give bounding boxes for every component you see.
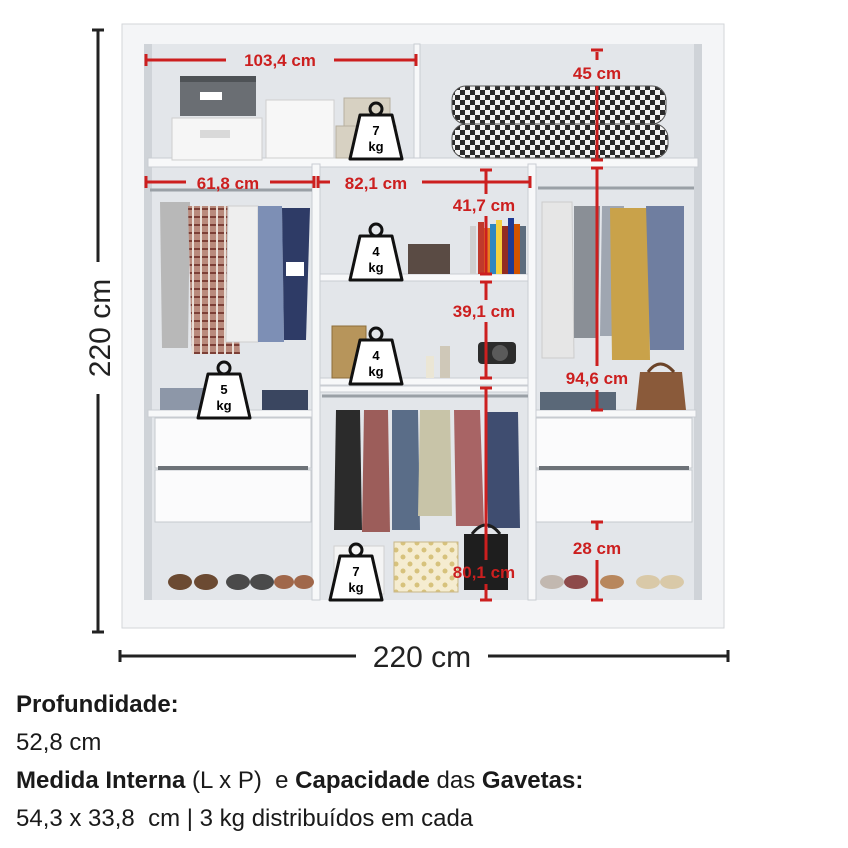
- red-dimension-lines: [144, 48, 603, 602]
- weight-value-middle-2: 4: [372, 348, 380, 363]
- weight-icon-left: 5 kg: [196, 360, 252, 420]
- dim-top-right-height: 45 cm: [573, 64, 621, 83]
- weight-unit-bottom: kg: [348, 580, 363, 595]
- weight-value-middle-1: 4: [372, 244, 380, 259]
- weight-icon-top: 7 kg: [348, 101, 404, 161]
- shoes-left: [168, 574, 314, 590]
- weight-unit-middle-2: kg: [368, 364, 383, 379]
- depth-label-line: Profundidade:: [16, 686, 836, 724]
- wardrobe-structure: [147, 43, 699, 601]
- drawers-right: [535, 417, 693, 523]
- dim-middle-bottom-height: 80,1 cm: [453, 563, 515, 582]
- shoes-right: [540, 575, 684, 589]
- weight-unit-top: kg: [368, 139, 383, 154]
- drawers-left: [154, 417, 312, 523]
- weight-unit-left: kg: [216, 398, 231, 413]
- dim-left-section-width: 61,8 cm: [197, 174, 259, 193]
- weight-icon-bottom: 7 kg: [328, 542, 384, 602]
- internal-label-1: Medida Interna: [16, 767, 186, 794]
- internal-label-3: Capacidade: [295, 767, 430, 794]
- internal-value-line: 54,3 x 33,8 cm | 3 kg distribuídos em ca…: [16, 800, 836, 838]
- wardrobe-diagram: 7 kg 4 kg 4 kg 5 kg 7 kg: [84, 23, 730, 674]
- left-hanging-clothes: [160, 202, 310, 354]
- dim-right-hanging-height: 94,6 cm: [566, 369, 628, 388]
- dim-right-bottom-height: 28 cm: [573, 539, 621, 558]
- internal-label-5: Gavetas:: [481, 767, 584, 794]
- internal-label-4: das: [429, 767, 482, 794]
- weight-value-left: 5: [220, 382, 227, 397]
- internal-label-2: (L x P) e: [185, 767, 296, 794]
- weight-value-bottom: 7: [352, 564, 359, 579]
- dim-overall-height: 220 cm: [84, 279, 117, 377]
- dim-overall-width: 220 cm: [373, 641, 471, 674]
- pillows: [451, 85, 669, 159]
- internal-label-line: Medida Interna (L x P) e Capacidade das …: [16, 762, 836, 800]
- dim-middle-section-width: 82,1 cm: [345, 174, 407, 193]
- dim-middle-shelf1-height: 41,7 cm: [453, 196, 515, 215]
- hanging-rods: [150, 186, 694, 398]
- weight-icon-middle-2: 4 kg: [348, 326, 404, 386]
- dim-middle-shelf2-height: 39,1 cm: [453, 302, 515, 321]
- depth-label: Profundidade:: [16, 691, 179, 718]
- weight-unit-middle-1: kg: [368, 260, 383, 275]
- overall-dimension-lines: [92, 28, 730, 662]
- right-hanging-clothes: [541, 201, 684, 360]
- depth-value-line: 52,8 cm: [16, 724, 836, 762]
- specs-section: Profundidade: 52,8 cm Medida Interna (L …: [16, 686, 836, 838]
- weight-value-top: 7: [372, 123, 379, 138]
- middle-hanging-clothes: [334, 410, 520, 532]
- depth-value: 52,8 cm: [16, 729, 102, 756]
- dim-top-left-width: 103,4 cm: [244, 51, 316, 70]
- weight-icon-middle-1: 4 kg: [348, 222, 404, 282]
- red-dimension-labels: 103,4 cm 45 cm 61,8 cm 82,1 cm 41,7 cm 3…: [197, 51, 628, 582]
- left-folded-clothes: [160, 388, 308, 410]
- internal-value: 54,3 x 33,8 cm | 3 kg distribuídos em ca…: [16, 805, 474, 832]
